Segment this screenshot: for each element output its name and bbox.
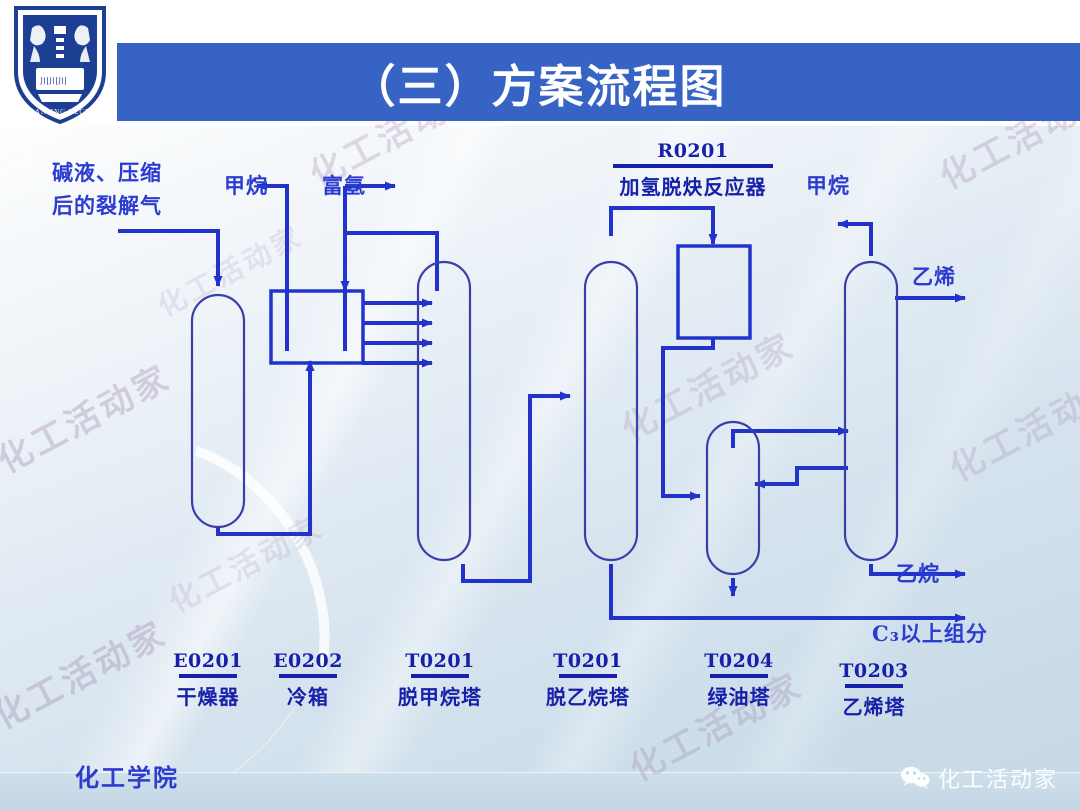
- equipment-code: T0201: [405, 650, 475, 672]
- university-logo: 川川川 NANJING TECH: [14, 6, 106, 125]
- equipment-code: T0203: [839, 660, 909, 682]
- footer-brand: 化工活动家: [900, 762, 1058, 794]
- equipment-name: 乙烯塔: [842, 695, 906, 719]
- page-title: （三）方案流程图: [350, 59, 727, 113]
- equipment-tag-cold-box: E0202 冷箱: [258, 650, 358, 710]
- tag-rule: [710, 674, 768, 678]
- equipment-code: E0201: [173, 650, 243, 672]
- stream-label-feed-line1: 碱液、压缩: [52, 160, 162, 185]
- stream-label-methane-right: 甲烷: [806, 173, 850, 198]
- equipment-tag-green-oil-tower: T0204 绿油塔: [689, 650, 789, 710]
- stream-demethanizer-to-deethanizer: [461, 391, 571, 583]
- tag-rule: [845, 684, 903, 688]
- vessel-demethanizer: [416, 260, 472, 562]
- stream-greenoil-to-ethylene: [731, 426, 849, 448]
- stream-dryer-to-coldbox: [216, 360, 315, 536]
- stream-c3-plus: [609, 564, 966, 623]
- equipment-tag-demethanizer: T0201 脱甲烷塔: [380, 650, 500, 710]
- stream-label-c3-plus: C₃以上组分: [872, 621, 988, 646]
- stream-deethanizer-to-reactor: [609, 206, 718, 245]
- vessel-dryer: [190, 293, 246, 529]
- stream-methane-left: [256, 181, 289, 233]
- svg-text:川川川: 川川川: [40, 76, 67, 86]
- equipment-tag-reactor: R0201 加氢脱炔反应器: [593, 140, 793, 200]
- tag-rule: [613, 164, 773, 168]
- tag-rule: [411, 674, 469, 678]
- tag-rule: [179, 674, 237, 678]
- equipment-name: 绿油塔: [707, 685, 771, 709]
- stream-label-ethylene: 乙烯: [912, 264, 956, 289]
- tag-rule: [279, 674, 337, 678]
- stream-label-hydrogen: 富氢: [322, 173, 366, 198]
- equipment-name: 干燥器: [176, 685, 240, 709]
- equipment-code: E0202: [273, 650, 343, 672]
- tag-rule: [559, 674, 617, 678]
- equipment-tag-ethylene-tower: T0203 乙烯塔: [824, 660, 924, 720]
- stream-methane-right: [837, 219, 873, 256]
- svg-text:NANJING TECH: NANJING TECH: [29, 108, 91, 116]
- equipment-name: 脱乙烷塔: [546, 685, 630, 709]
- stream-reactor-to-greenoil: [661, 338, 715, 501]
- stream-feed: [118, 229, 223, 287]
- stream-ethylene-recycle: [754, 466, 848, 489]
- vessel-ethylene-tower: [843, 260, 899, 562]
- title-bar: [117, 43, 1080, 121]
- equipment-name: 脱甲烷塔: [398, 685, 482, 709]
- equipment-code: T0201: [553, 650, 623, 672]
- footer-band: [0, 772, 1080, 810]
- background-sheen: [0, 126, 1080, 810]
- equipment-name: 冷箱: [287, 685, 329, 709]
- equipment-tag-deethanizer: T0201 脱乙烷塔: [528, 650, 648, 710]
- stream-label-feed-line2: 后的裂解气: [52, 193, 162, 218]
- equipment-code: R0201: [657, 140, 729, 162]
- stream-label-methane-left: 甲烷: [224, 173, 268, 198]
- vessel-green-oil-tower: [705, 420, 761, 576]
- stream-label-ethane: 乙烷: [896, 561, 940, 586]
- equipment-code: T0204: [704, 650, 774, 672]
- equipment-name: 加氢脱炔反应器: [619, 175, 767, 199]
- process-flow-diagram: [118, 181, 966, 623]
- stream-ethane: [869, 564, 966, 579]
- unit-hydrogenation-reactor: [676, 244, 752, 340]
- unit-cold-box: [269, 289, 365, 365]
- wechat-icon: [900, 766, 930, 789]
- pipe-overhead-to-coldbox: [345, 231, 439, 291]
- footer-department: 化工学院: [75, 763, 179, 792]
- equipment-tag-dryer: E0201 干燥器: [158, 650, 258, 710]
- footer-brand-label: 化工活动家: [937, 768, 1058, 793]
- vessel-deethanizer: [583, 260, 639, 562]
